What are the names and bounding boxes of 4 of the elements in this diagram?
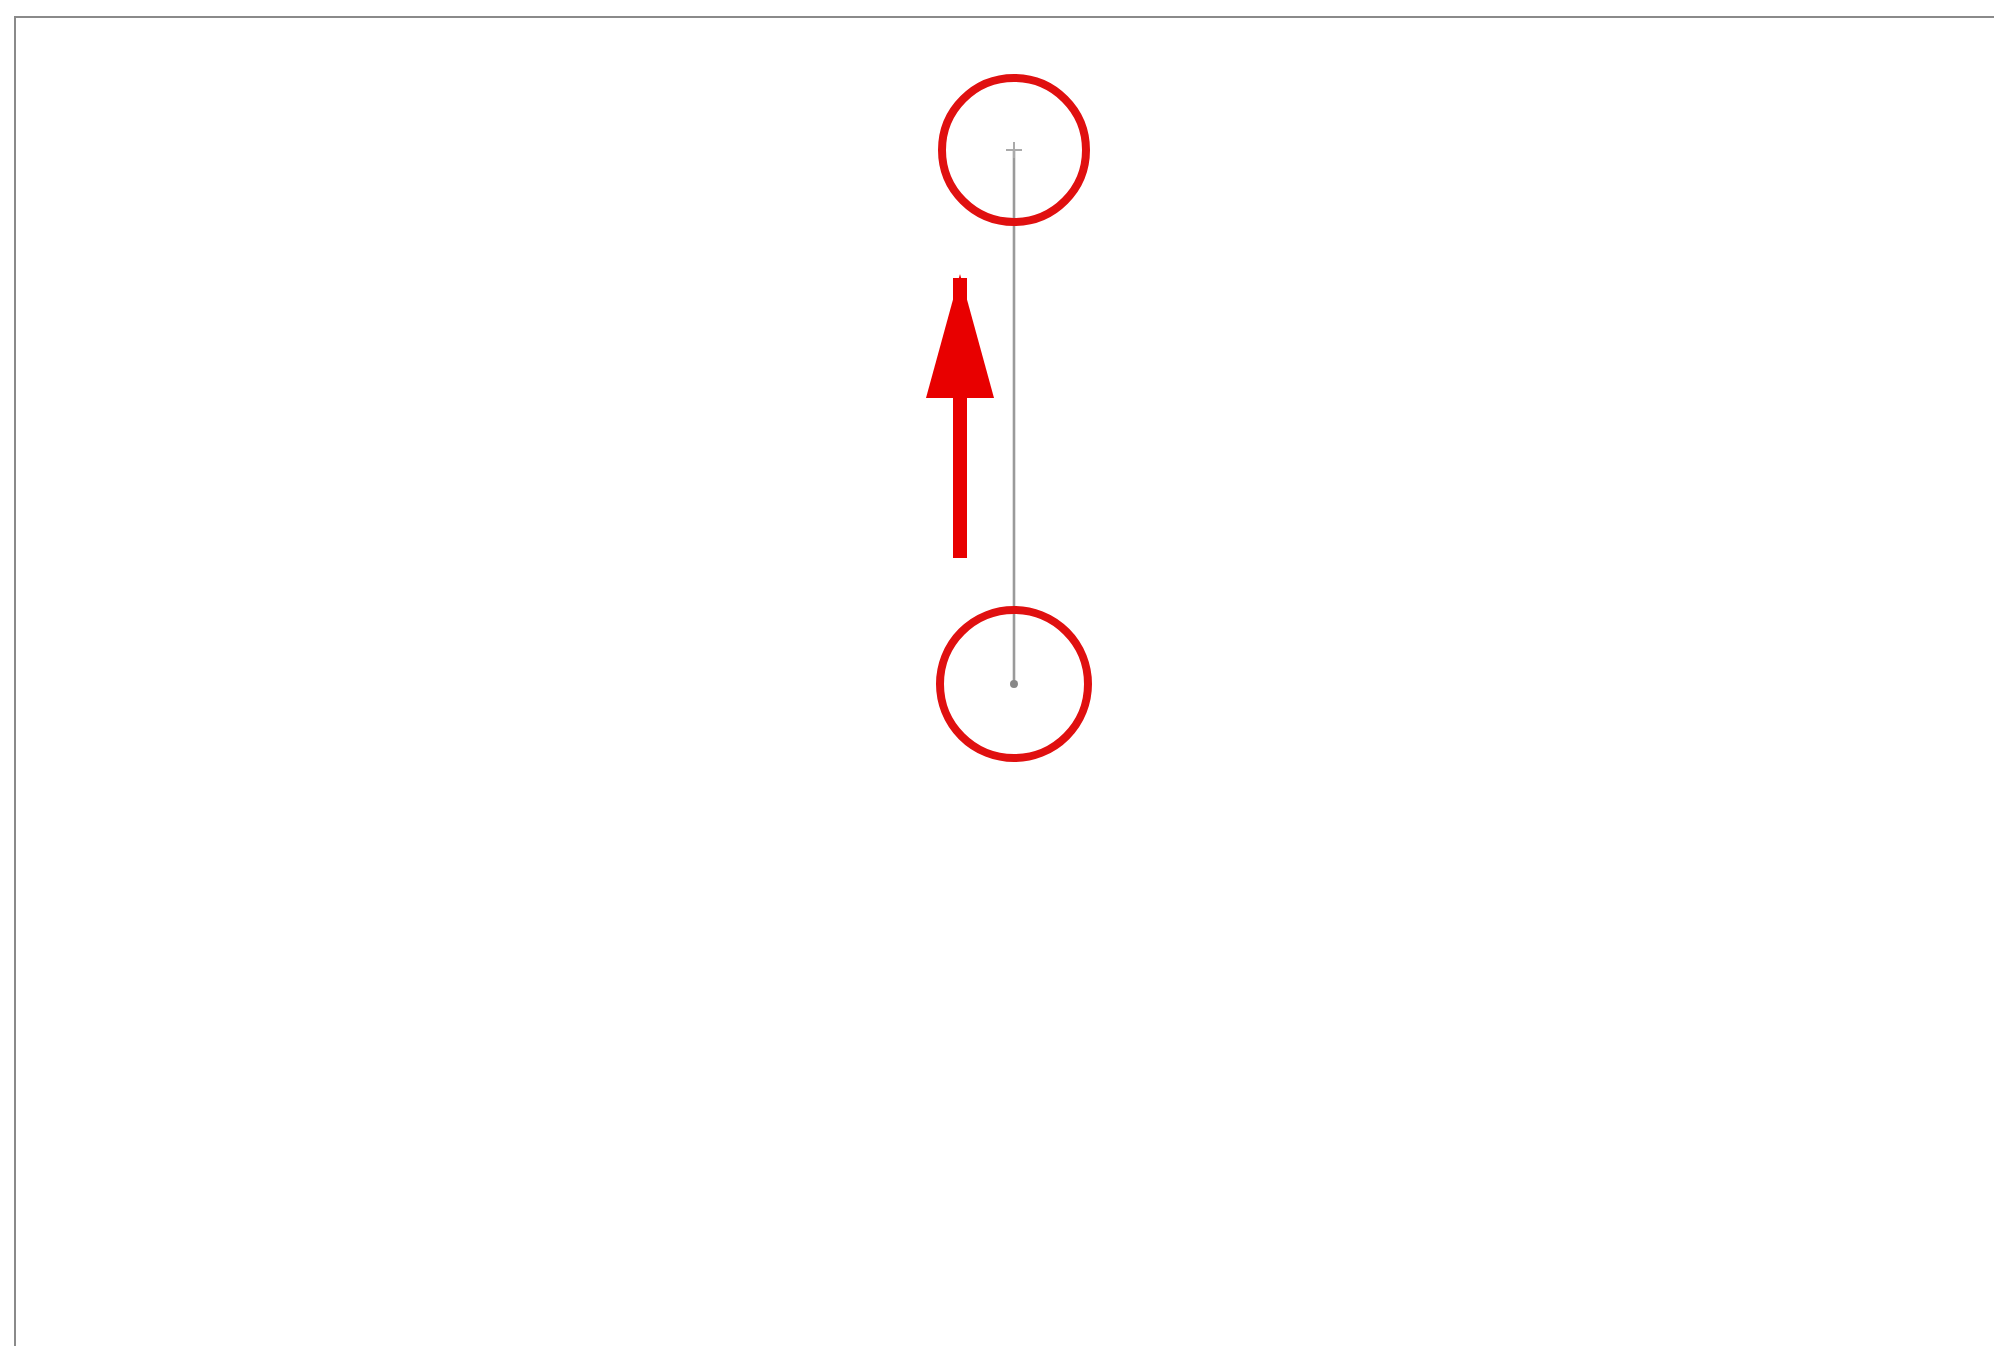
highlight-circle (938, 74, 1090, 226)
arrow (926, 274, 994, 558)
line (1012, 226, 1016, 606)
highlight-circle (936, 606, 1092, 762)
